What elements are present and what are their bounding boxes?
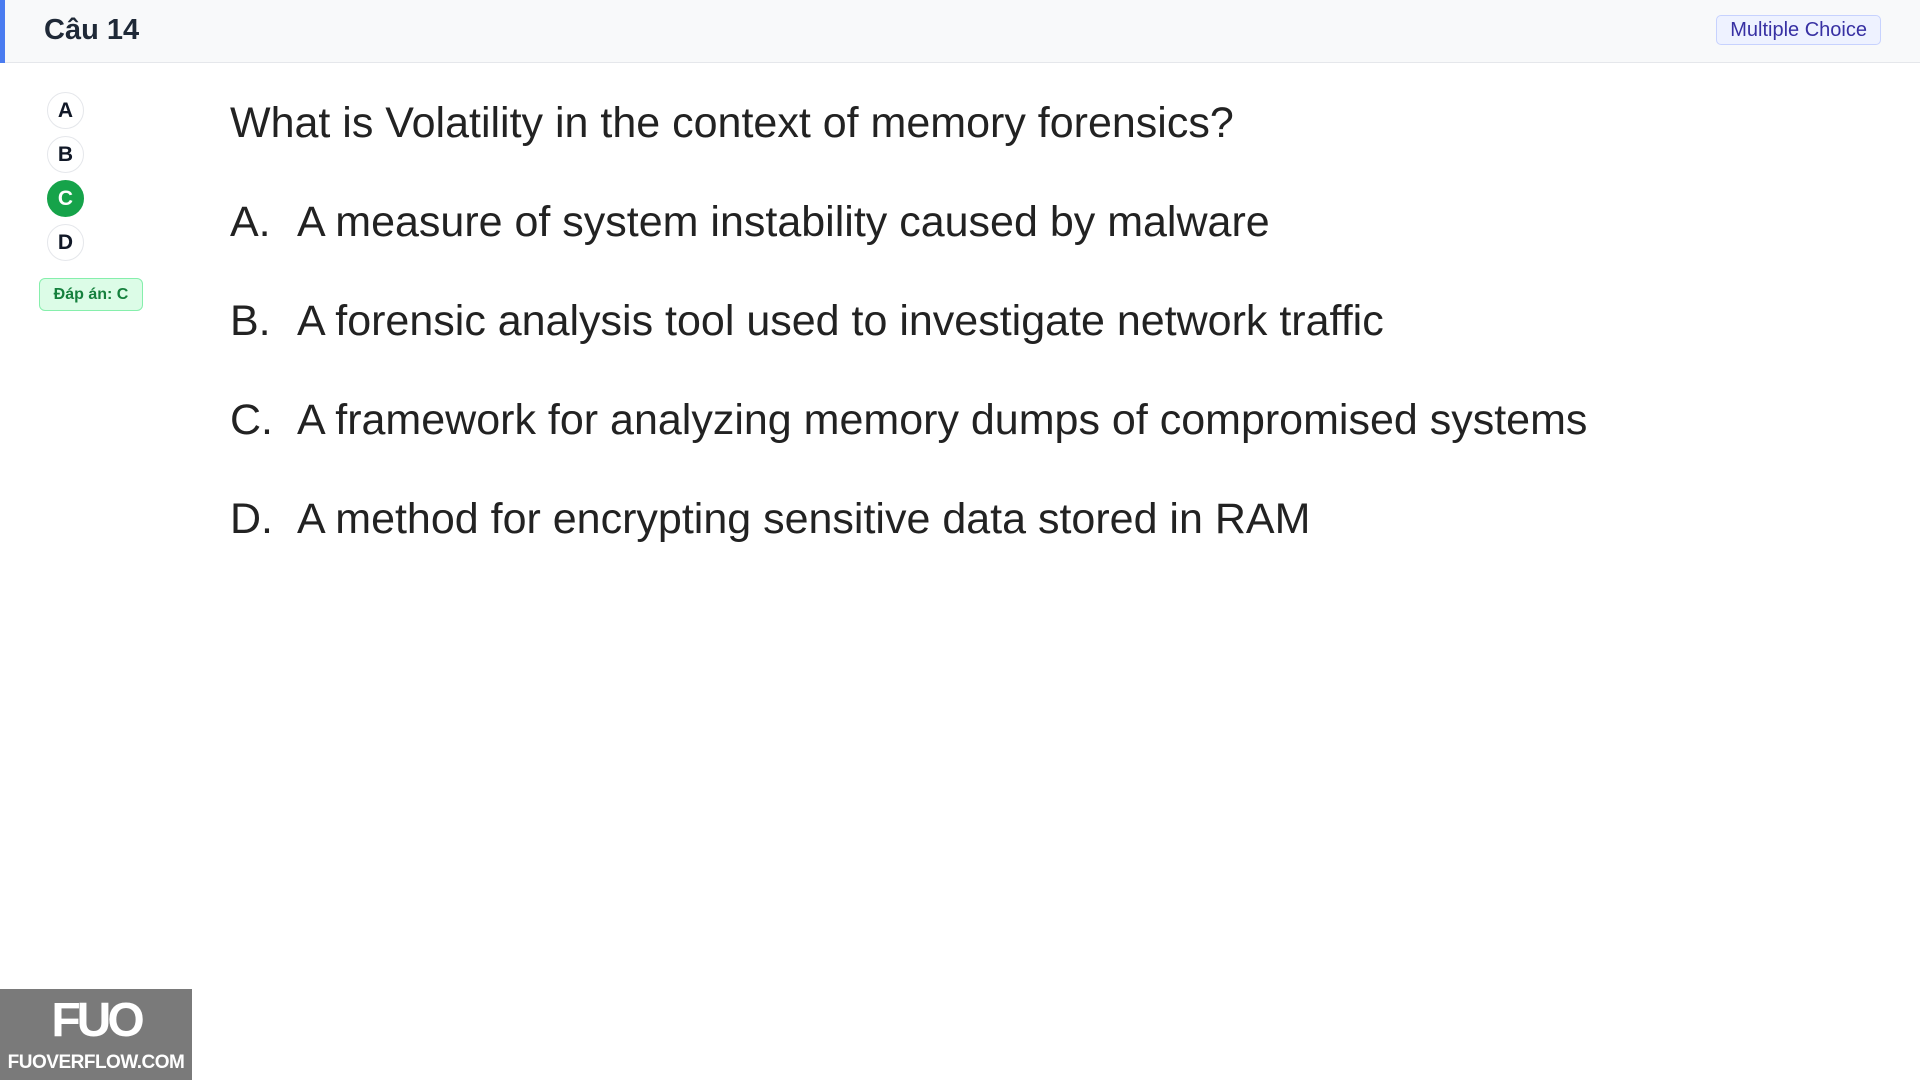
answer-choice-a: A. A measure of system instability caused…: [230, 197, 1270, 247]
option-a-button[interactable]: A: [47, 92, 84, 129]
answer-letter: C.: [230, 396, 273, 444]
answer-text: A measure of system instability caused b…: [297, 198, 1270, 246]
logo-text: FUOVERFLOW.COM: [7, 1052, 185, 1073]
header-accent-bar: [0, 0, 5, 63]
option-b-button[interactable]: B: [47, 136, 84, 173]
option-d-button[interactable]: D: [47, 224, 84, 261]
answer-choice-c: C. A framework for analyzing memory dumps…: [230, 395, 1587, 445]
question-number-title: Câu 14: [44, 14, 140, 46]
answer-choice-b: B. A forensic analysis tool used to inves…: [230, 296, 1384, 346]
answer-letter: B.: [230, 297, 271, 345]
answer-letter: A.: [230, 198, 271, 246]
question-type-badge: Multiple Choice: [1716, 15, 1881, 45]
correct-answer-badge: Đáp án: C: [39, 278, 143, 311]
logo-mark: FUO: [51, 994, 144, 1047]
answer-text: A method for encrypting sensitive data s…: [297, 495, 1311, 543]
answer-choice-d: D. A method for encrypting sensitive data…: [230, 494, 1310, 544]
question-text: What is Volatility in the context of mem…: [230, 99, 1234, 147]
fuoverflow-logo: FUO FUOVERFLOW.COM: [0, 989, 192, 1080]
answer-text: A forensic analysis tool used to investi…: [297, 297, 1384, 345]
option-c-button[interactable]: C: [47, 180, 84, 217]
question-header: Câu 14 Multiple Choice: [0, 0, 1920, 63]
answer-text: A framework for analyzing memory dumps o…: [297, 396, 1588, 444]
answer-letter: D.: [230, 495, 273, 543]
